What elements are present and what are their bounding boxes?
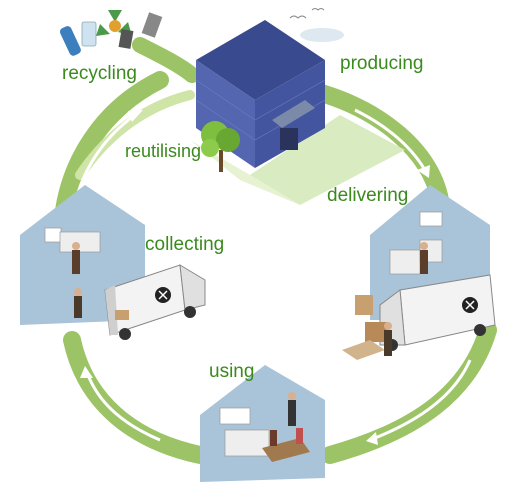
cycle-segment-reutilising	[75, 90, 195, 180]
factory-building	[195, 20, 326, 168]
worker-figure	[74, 296, 82, 318]
delivery-van-collecting	[104, 264, 206, 340]
label-delivering: delivering	[327, 185, 409, 206]
arrow-head-delivering	[366, 432, 378, 445]
factory-floor-left	[190, 140, 300, 205]
label-using: using	[209, 361, 255, 382]
delivery-van-delivering	[379, 274, 496, 351]
cycle-segment-recycling-to-producing	[132, 37, 200, 83]
house-using	[200, 365, 325, 482]
arrow-head-collecting	[128, 110, 143, 122]
label-reutilising: reutilising	[125, 141, 202, 161]
label-recycling: recycling	[62, 63, 137, 84]
sky-decoration	[289, 8, 344, 42]
cycle-segment-producing	[309, 83, 449, 209]
cycle-segment-using-to-collecting	[63, 331, 209, 464]
label-producing: producing	[340, 53, 424, 74]
delivered-boxes	[342, 295, 392, 360]
tree	[201, 121, 240, 172]
arrow-head-producing	[417, 165, 430, 178]
arrow-head-using	[80, 366, 93, 378]
label-collecting: collecting	[145, 234, 225, 255]
factory-floor	[250, 115, 405, 205]
recyclables	[59, 10, 163, 56]
